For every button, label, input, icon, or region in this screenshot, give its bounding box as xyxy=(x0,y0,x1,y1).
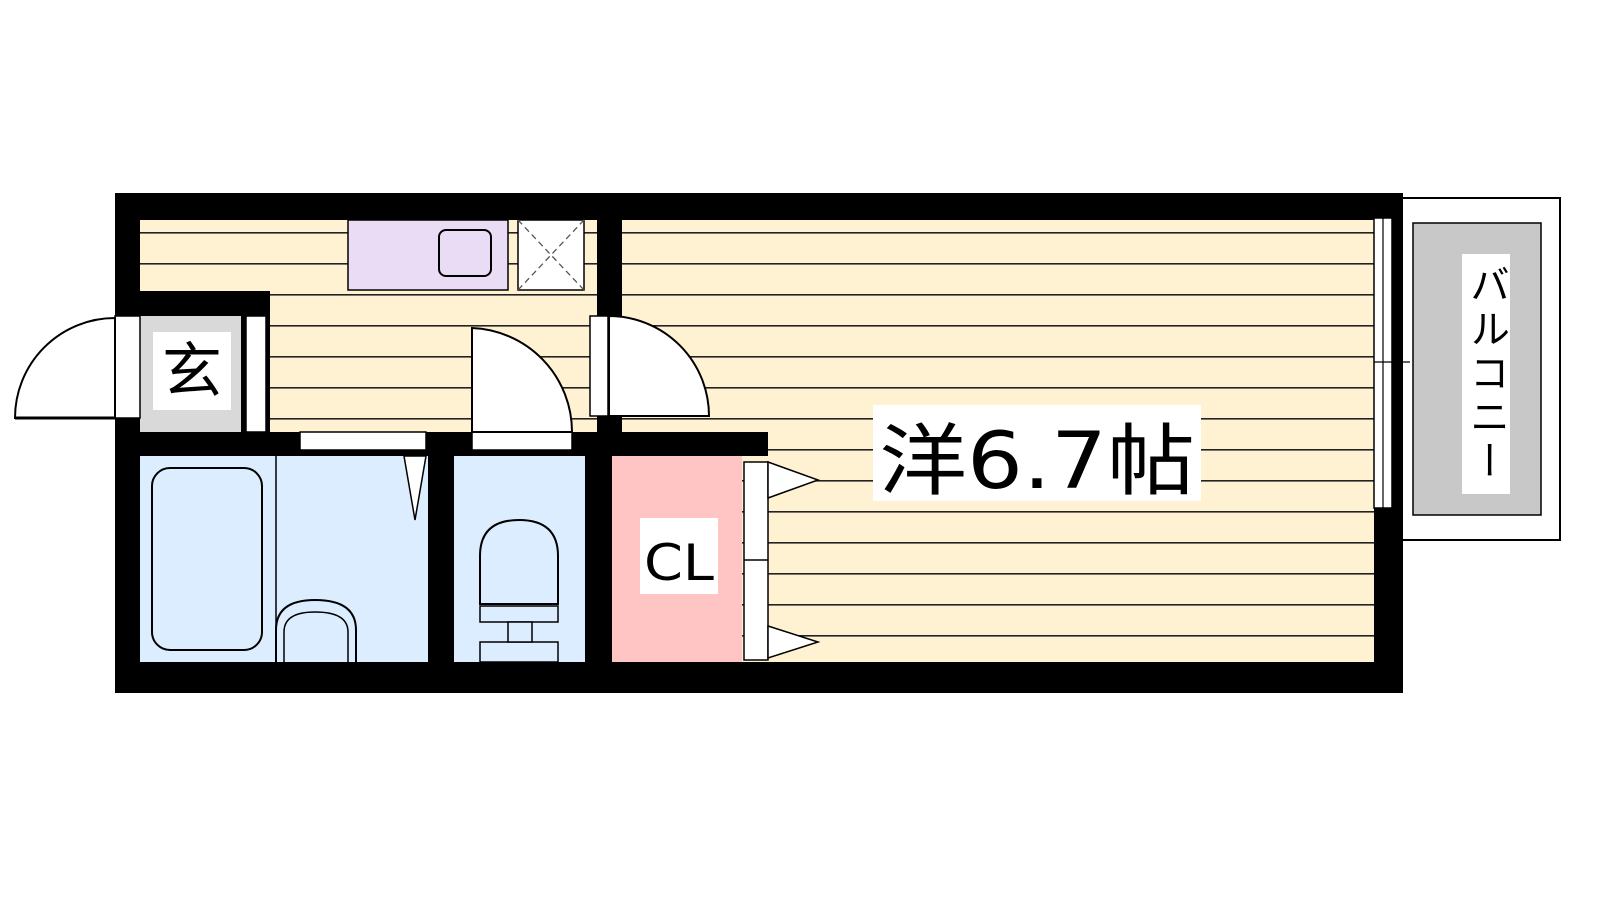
toilet-flush-icon xyxy=(507,621,533,643)
balcony-label-bg xyxy=(1462,254,1510,494)
entrance-label-bg xyxy=(153,332,231,410)
front-door-opening xyxy=(114,315,141,419)
bath-door-opening xyxy=(299,431,427,451)
closet-label-bg xyxy=(640,518,718,594)
room-door-swing xyxy=(608,314,711,417)
bathtub-icon xyxy=(151,467,263,651)
partition-wall-upper xyxy=(597,220,622,316)
western-room-label-bg xyxy=(873,405,1201,501)
bath-door-swing xyxy=(403,455,427,521)
washbasin-bowl-icon xyxy=(283,611,349,662)
entrance-wall-top xyxy=(140,291,270,316)
closet-door-track xyxy=(743,461,769,661)
bath-toilet-wall xyxy=(428,456,454,662)
washbasin-icon xyxy=(275,598,357,662)
toilet-door-opening xyxy=(471,431,573,451)
toilet-closet-wall xyxy=(585,432,612,662)
kitchen-sink-icon xyxy=(438,229,492,277)
western-room-label: 洋6.7帖 xyxy=(879,417,1195,507)
front-door-swing xyxy=(13,316,116,419)
fridge-cross-icon xyxy=(517,219,585,291)
balcony-label: バルコニー xyxy=(1463,264,1509,484)
closet-door-upper-swing xyxy=(767,460,821,500)
toilet-tank-icon xyxy=(479,641,559,663)
closet-door-lower-swing xyxy=(767,624,821,660)
entrance-label: 玄 xyxy=(162,337,222,407)
closet-label: CL xyxy=(644,534,714,592)
toilet-seat-icon xyxy=(479,605,559,623)
wet-area-wall xyxy=(140,432,768,456)
fridge-cross-icon-b xyxy=(517,219,585,291)
entrance-step xyxy=(245,315,267,433)
toilet-bowl-icon xyxy=(479,518,559,605)
toilet-door-swing xyxy=(471,326,574,433)
partition-door-frame xyxy=(589,315,609,417)
